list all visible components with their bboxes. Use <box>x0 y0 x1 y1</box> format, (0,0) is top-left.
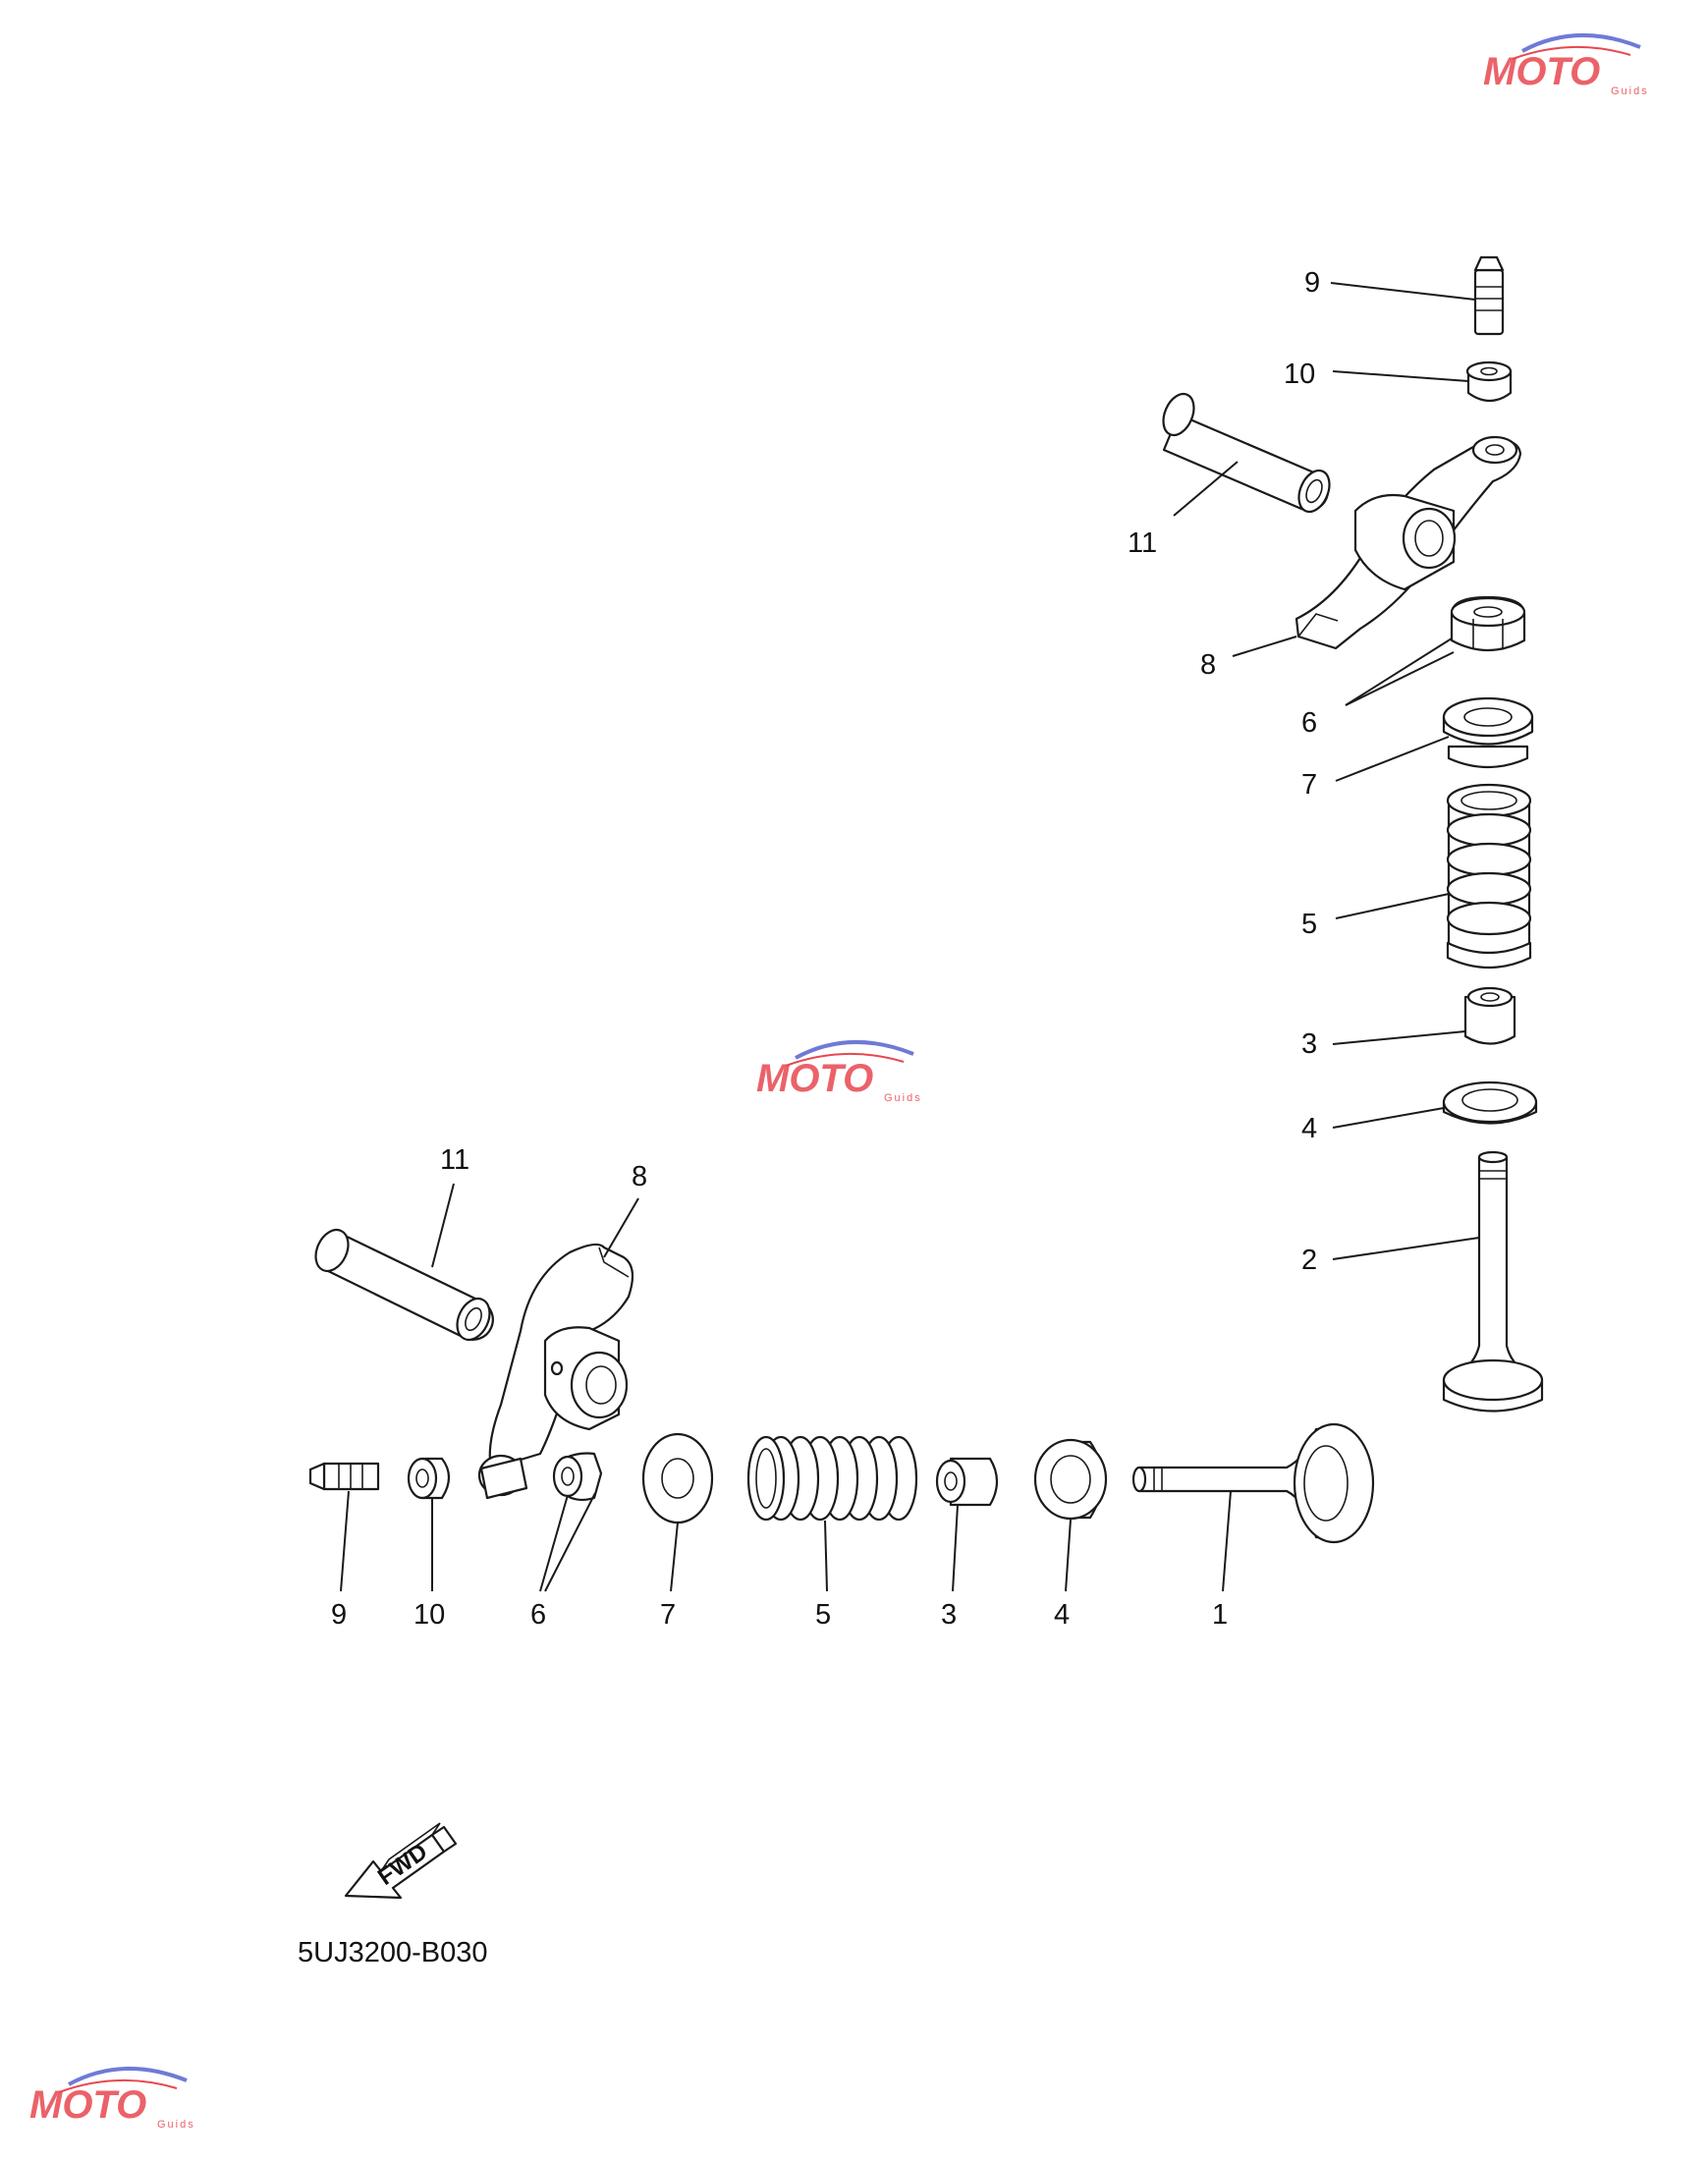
callout-1: 1 <box>1212 1599 1228 1631</box>
part-locknut-horizontal <box>407 1457 451 1500</box>
part-adjusting-screw-horizontal <box>308 1462 380 1491</box>
part-spring-seat-horizontal <box>1033 1438 1108 1521</box>
callout-9: 9 <box>1304 267 1320 299</box>
watermark-sub: Guids <box>1611 85 1649 97</box>
callout-3: 3 <box>941 1599 957 1631</box>
callouts-horizontal: 11 8 9 10 6 7 5 3 4 1 <box>331 1144 1228 1631</box>
part-code: 5UJ3200-B030 <box>298 1937 487 1968</box>
part-valve-cotters-horizontal <box>552 1452 603 1502</box>
watermark-sub: Guids <box>884 1092 922 1104</box>
callout-8: 8 <box>632 1161 647 1192</box>
callout-9: 9 <box>331 1599 347 1631</box>
part-valve-cotters-vertical <box>1450 595 1526 651</box>
part-valve-stem-seal-vertical <box>1463 986 1516 1045</box>
leaders-vertical <box>1173 282 1480 1260</box>
part-adjusting-screw-vertical <box>1473 255 1505 336</box>
watermark-logo-top-right: MOTO Guids <box>1483 33 1649 97</box>
watermark-brand: MOTO <box>1483 50 1600 93</box>
fwd-arrow-icon: FWD <box>344 1822 458 1900</box>
watermark-logo-center: MOTO Guids <box>756 1040 922 1104</box>
callout-10: 10 <box>1284 359 1315 390</box>
part-rocker-arm-vertical <box>1295 435 1522 650</box>
callout-4: 4 <box>1301 1113 1317 1144</box>
part-spring-retainer-horizontal <box>641 1432 714 1524</box>
part-spring-retainer-vertical <box>1442 696 1534 769</box>
callout-5: 5 <box>1301 909 1317 940</box>
part-rocker-shaft-vertical <box>1162 392 1331 514</box>
leaders-horizontal <box>340 1183 1232 1592</box>
part-intake-valve-horizontal <box>1131 1422 1375 1544</box>
callout-6: 6 <box>530 1599 546 1631</box>
callout-10: 10 <box>413 1599 445 1631</box>
part-rocker-arm-horizontal <box>477 1243 634 1500</box>
part-rocker-shaft-horizontal <box>314 1228 494 1342</box>
callout-6: 6 <box>1301 707 1317 739</box>
callout-4: 4 <box>1054 1599 1070 1631</box>
callout-8: 8 <box>1200 649 1216 681</box>
callout-11: 11 <box>440 1144 469 1176</box>
callout-11: 11 <box>1128 527 1157 559</box>
watermark-logo-bottom-left: MOTO Guids <box>29 2067 195 2131</box>
callout-2: 2 <box>1301 1245 1317 1276</box>
watermark-brand: MOTO <box>29 2083 146 2127</box>
part-locknut-vertical <box>1465 360 1513 403</box>
callout-5: 5 <box>815 1599 831 1631</box>
watermark-sub: Guids <box>157 2119 195 2131</box>
part-valve-stem-seal-horizontal <box>935 1457 999 1507</box>
part-exhaust-valve-vertical <box>1442 1150 1544 1413</box>
callout-3: 3 <box>1301 1028 1317 1060</box>
part-valve-spring-horizontal <box>746 1435 918 1522</box>
watermark-brand: MOTO <box>756 1057 873 1100</box>
callout-7: 7 <box>1301 769 1317 801</box>
part-valve-spring-vertical <box>1446 783 1532 970</box>
callouts-vertical: 9 10 11 8 6 7 5 3 4 2 <box>1128 267 1320 1276</box>
part-spring-seat-vertical <box>1442 1080 1538 1125</box>
callout-7: 7 <box>660 1599 676 1631</box>
